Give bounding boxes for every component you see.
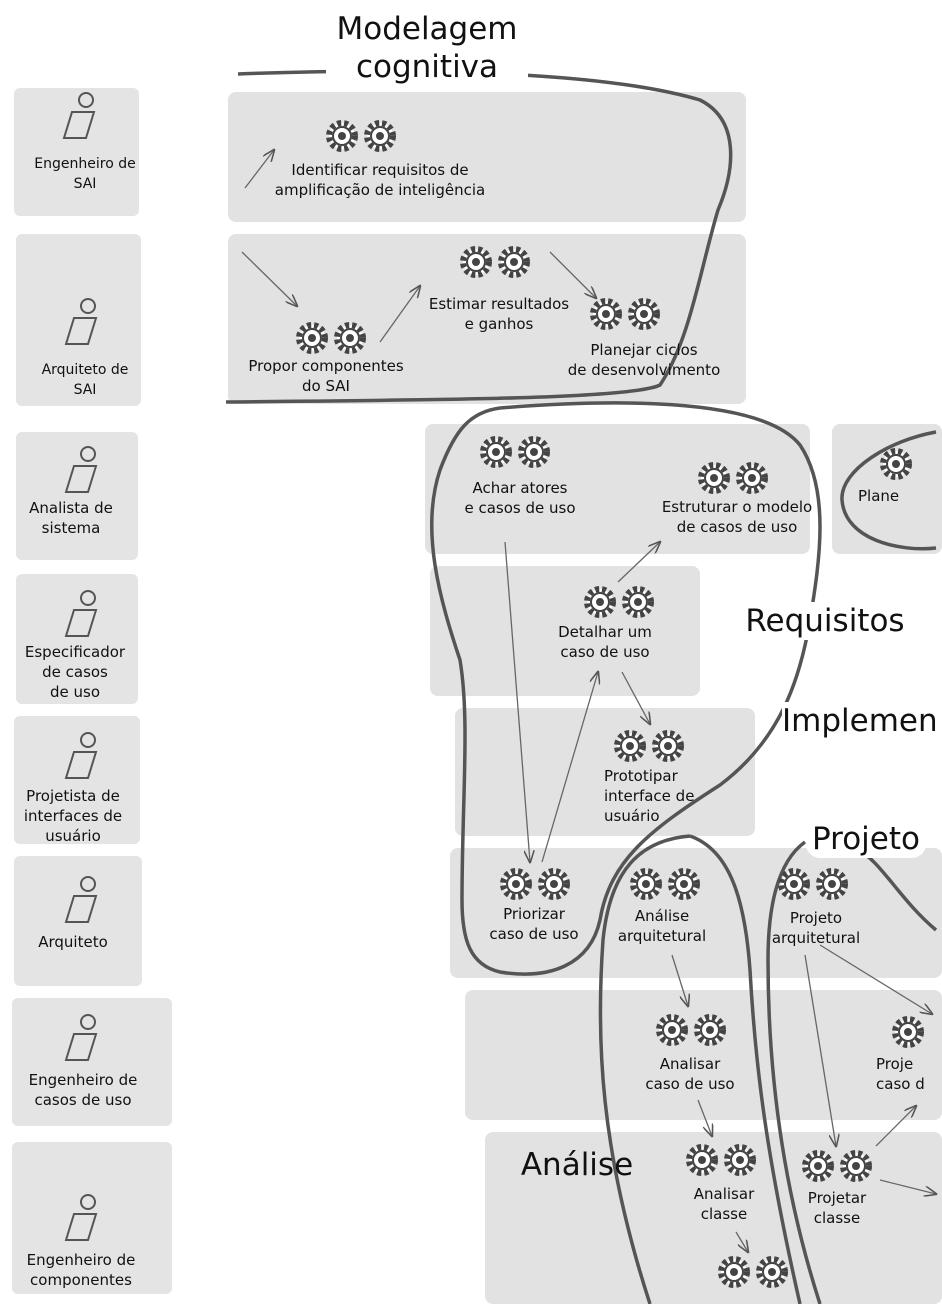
outline-requisitos <box>430 401 822 976</box>
outline-analise-left <box>598 834 691 1304</box>
gears-icon <box>460 246 530 278</box>
person-icon <box>64 1194 98 1241</box>
activity-projeto-arquitetural: Projeto arquitetural <box>771 909 861 947</box>
gears-icon <box>630 868 700 900</box>
phase-title-requisitos: Requisitos <box>734 602 916 640</box>
gears-icon <box>326 120 396 152</box>
outline-projeto-left <box>766 840 822 1304</box>
gears-icon <box>802 1150 872 1182</box>
gears-icon <box>718 1256 788 1288</box>
lane-engenheiro-cu <box>465 990 942 1120</box>
activity-plane: Plane <box>858 487 900 505</box>
arrow-analise-analisar-cu <box>671 954 688 1006</box>
arrow-projeto-arq-cu <box>819 944 932 1014</box>
arrow-projetar-classe-out <box>879 1179 936 1194</box>
arrow-detalhar-prototipar <box>621 671 650 724</box>
role-box <box>12 1142 172 1294</box>
arrow-achar-priorizar <box>504 541 530 862</box>
role-box <box>12 998 172 1126</box>
activity-propor: Propor componentes do SAI <box>248 357 404 395</box>
activity-priorizar: Priorizar caso de uso <box>489 905 579 943</box>
phase-title-projeto: Projeto <box>806 820 926 858</box>
arrow-detalhar-estruturar <box>617 542 660 583</box>
arrow-projetar-classe-cu <box>875 1106 916 1147</box>
activity-identificar: Identificar requisitos de amplificação d… <box>274 161 486 199</box>
activity-analise-arquitetural: Análise arquitetural <box>617 907 707 945</box>
person-icon <box>62 92 96 139</box>
lane-projetista <box>455 708 755 836</box>
gears-icon <box>584 586 654 618</box>
gears-icon <box>892 1016 924 1048</box>
gears-icon <box>614 730 684 762</box>
person-icon <box>64 876 98 923</box>
gears-icon <box>656 1014 726 1046</box>
activity-achar: Achar atores e casos de uso <box>464 479 576 517</box>
person-icon <box>64 298 98 345</box>
role-box <box>16 234 141 406</box>
activity-planejar: Planejar ciclos de desenvolvimento <box>567 341 721 379</box>
flow-arrows <box>241 150 936 1252</box>
person-icon <box>64 732 98 779</box>
gears-icon <box>500 868 570 900</box>
gears-icon <box>698 462 768 494</box>
activity-projetar-caso-de-uso: Proje caso d <box>876 1055 925 1093</box>
activity-estimar: Estimar resultados e ganhos <box>428 295 570 333</box>
role-box <box>14 88 139 216</box>
arrow-analisar-cu-classe <box>697 1099 712 1136</box>
role-box <box>16 574 138 704</box>
role-label-especificador: Especificador de casos de uso <box>24 643 126 701</box>
gears-icon <box>296 322 366 354</box>
role-label-arquiteto-sai: Arquiteto de SAI <box>41 362 129 398</box>
lane-engenheiro-sai <box>228 92 746 222</box>
gears-icon <box>590 298 660 330</box>
activity-detalhar: Detalhar um caso de uso <box>558 623 652 661</box>
role-label-engenheiro-sai: Engenheiro de SAI <box>34 156 136 192</box>
role-label-analista: Analista de sistema <box>29 499 113 537</box>
arrow-estimar-planejar <box>549 251 596 298</box>
gears-icon <box>686 1144 756 1176</box>
role-box <box>16 432 138 560</box>
person-icon <box>64 1014 98 1061</box>
arrow-into-identificar <box>244 150 274 189</box>
role-label-arquiteto: Arquiteto <box>38 933 108 951</box>
arrow-identificar-propor <box>241 251 297 306</box>
gears-icon <box>880 448 912 480</box>
activity-prototipar: Prototipar interface de usuário <box>604 767 695 825</box>
lane-arquiteto-sai <box>228 234 746 404</box>
activity-estruturar: Estruturar o modelo de casos de uso <box>661 498 813 536</box>
person-icon <box>64 446 98 493</box>
role-label-engenheiro-comp: Engenheiro de componentes <box>26 1251 136 1289</box>
phase-title-modelagem: Modelagem cognitiva <box>326 10 528 86</box>
arrow-analisar-classe-next <box>735 1231 748 1252</box>
activity-analisar-classe: Analisar classe <box>693 1185 755 1223</box>
arrow-priorizar-detalhar <box>541 672 598 863</box>
arrow-projeto-arq-classe <box>804 954 836 1146</box>
lane-analista-right <box>832 424 942 554</box>
gears-icon <box>480 436 550 468</box>
outline-analise-right <box>689 834 802 1304</box>
role-label-engenheiro-cu: Engenheiro de casos de uso <box>28 1071 138 1109</box>
gears-icon <box>778 868 848 900</box>
phase-title-implementacao: Implemen <box>782 702 942 740</box>
person-icon <box>64 590 98 637</box>
phase-outlines <box>225 69 938 1304</box>
swimlanes <box>228 92 942 1304</box>
role-box <box>14 716 140 844</box>
activity-projetar-classe: Projetar classe <box>807 1189 867 1227</box>
activity-analisar-caso-de-uso: Analisar caso de uso <box>645 1055 735 1093</box>
phase-title-analise: Análise <box>520 1147 634 1183</box>
outline-implementacao <box>840 430 937 551</box>
role-label-projetista: Projetista de interfaces de usuário <box>23 787 123 845</box>
arrow-propor-estimar <box>379 286 420 343</box>
